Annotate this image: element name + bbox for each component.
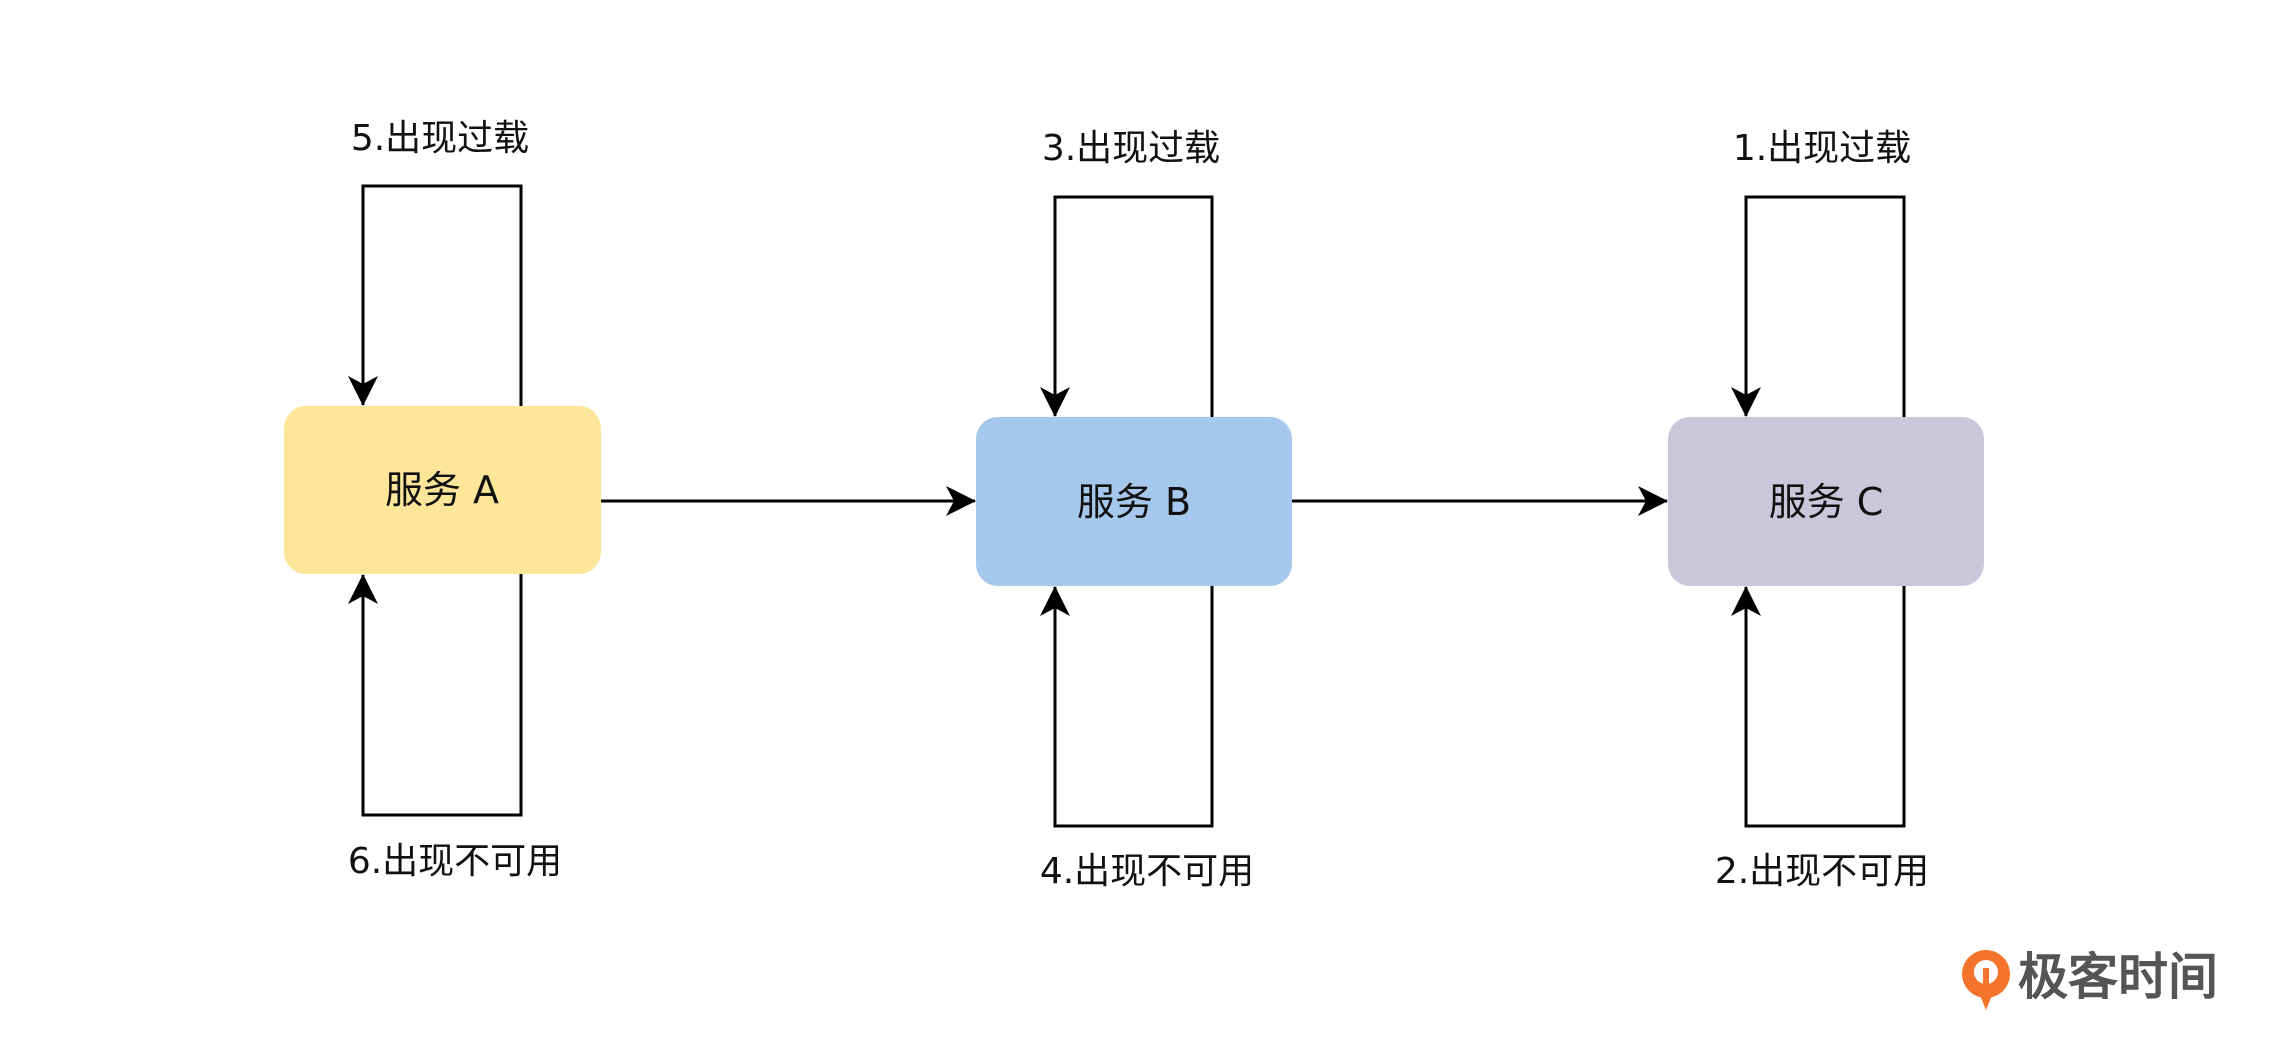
loop-a-top-label: 5.出现过载 — [351, 118, 529, 159]
loop-c-top — [1731, 195, 1906, 417]
loop-c-bottom-label: 2.出现不可用 — [1715, 851, 1929, 892]
node-service-a — [284, 406, 601, 574]
node-service-c-label: 服务 C — [1769, 480, 1884, 524]
loop-a-top — [348, 184, 523, 406]
loop-b-top-label: 3.出现过载 — [1042, 128, 1220, 169]
loop-b-bottom-label: 4.出现不可用 — [1040, 851, 1254, 892]
loop-b-top — [1040, 195, 1214, 417]
geektime-logo-icon — [1962, 950, 2010, 1010]
node-service-c — [1668, 417, 1984, 586]
brand-name: 极客时间 — [2018, 948, 2218, 1006]
loop-c-top-label: 1.出现过载 — [1733, 128, 1911, 169]
node-service-a-label: 服务 A — [385, 468, 499, 512]
node-service-b — [976, 417, 1292, 586]
loop-a-bottom-label: 6.出现不可用 — [348, 841, 562, 882]
loop-c-bottom — [1731, 586, 1906, 828]
node-service-b-label: 服务 B — [1077, 480, 1191, 524]
loop-b-bottom — [1040, 586, 1214, 828]
loop-a-bottom — [348, 574, 523, 817]
